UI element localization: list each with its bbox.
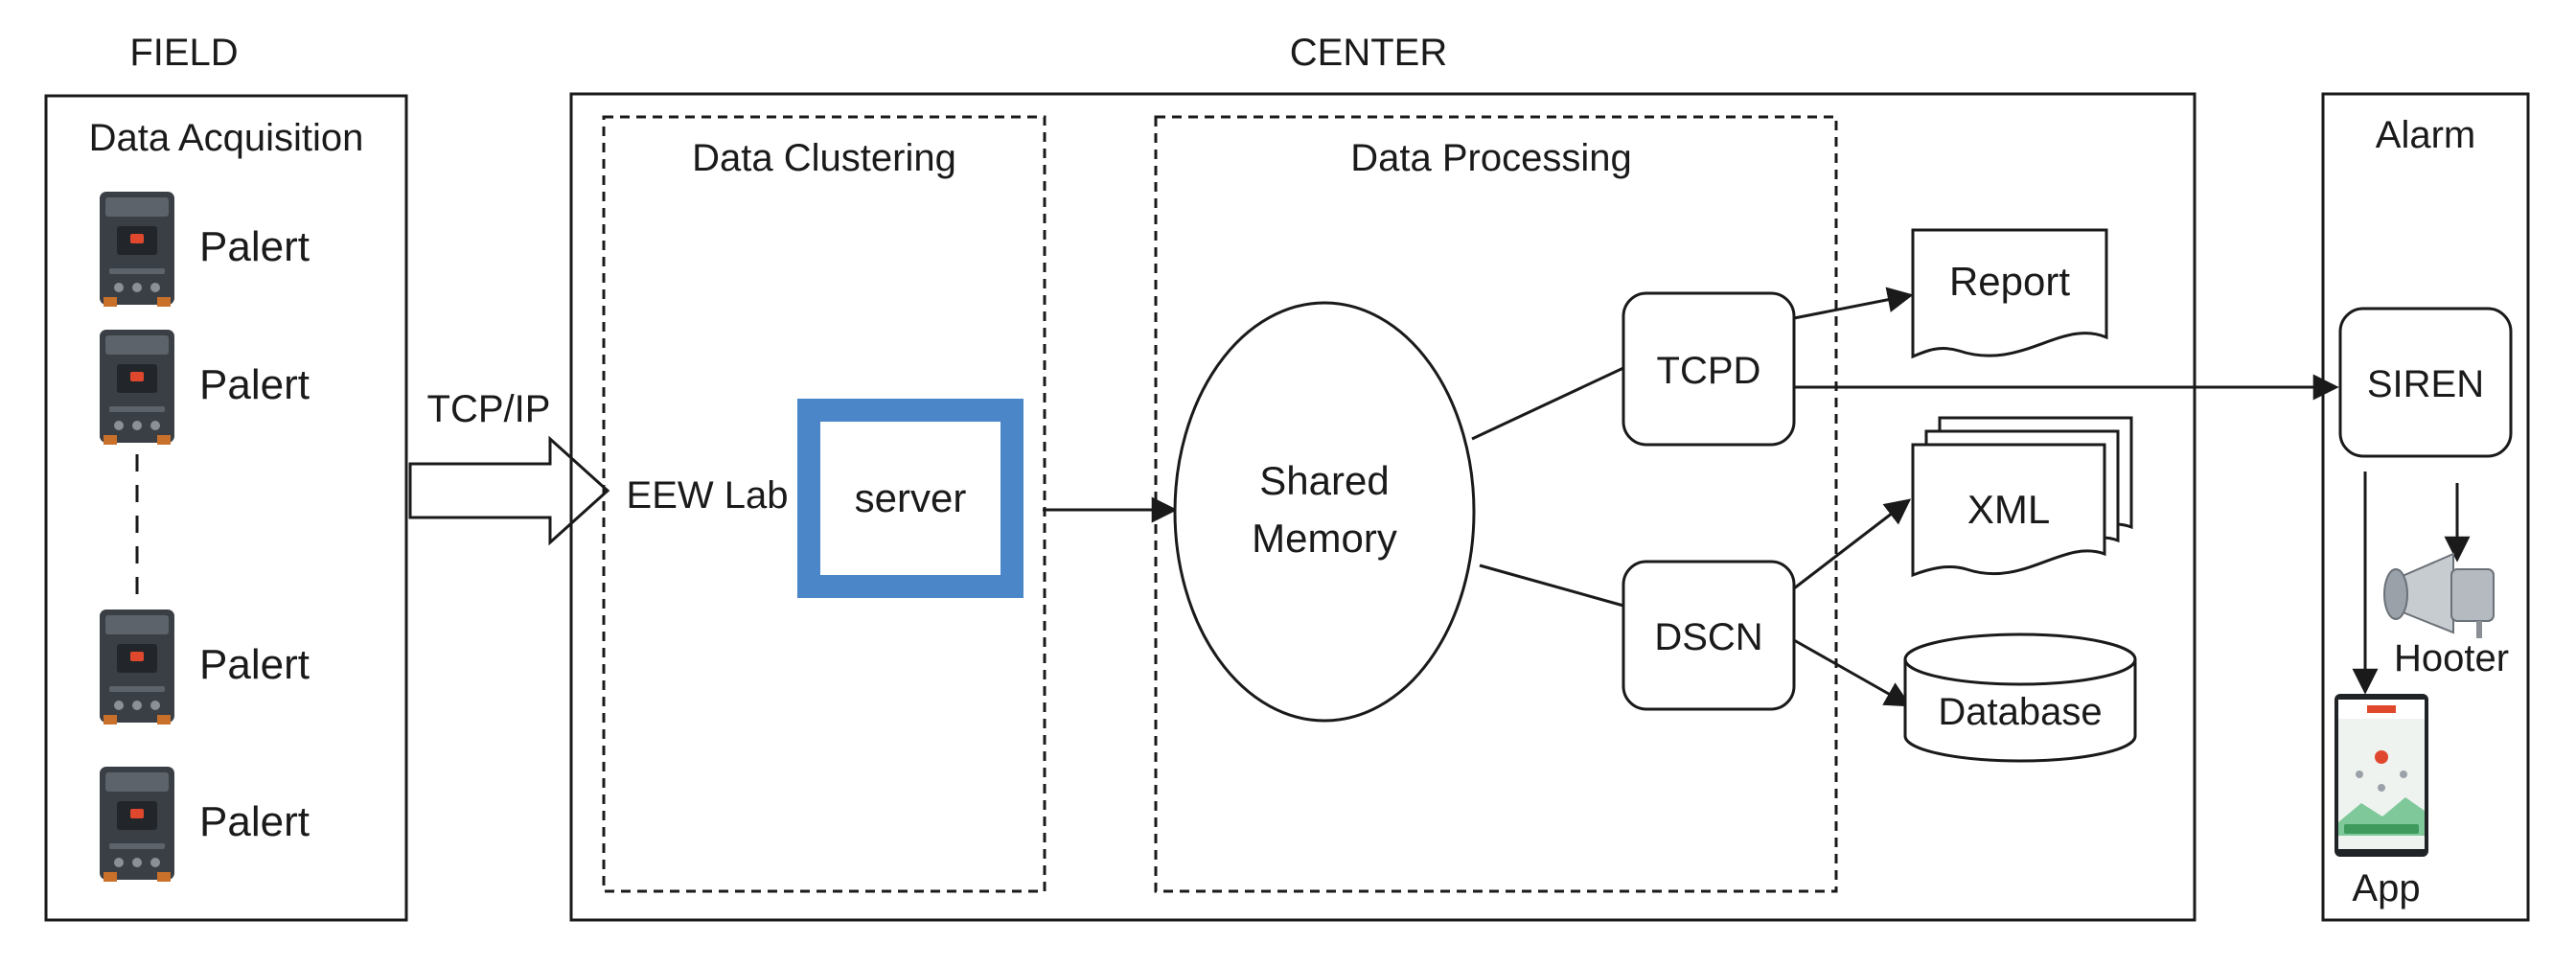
- hooter-speaker-icon: [2383, 552, 2495, 638]
- shared-memory-label-line1: Shared: [1259, 458, 1389, 503]
- memory-to-tcpd-link: [1471, 366, 1624, 441]
- alarm-box: [2321, 92, 2530, 922]
- dscn-label: DSCN: [1654, 616, 1762, 658]
- server-box: [797, 399, 1024, 598]
- eew-lab-label: EEW Lab: [627, 474, 789, 517]
- tcpd-node: [1622, 291, 1796, 447]
- app-label: App: [2352, 867, 2420, 909]
- center-box: [569, 92, 2196, 922]
- database-cylinder-top: [1903, 632, 2137, 686]
- mobile-app-icon: [2334, 694, 2428, 857]
- server-label: server: [855, 475, 967, 520]
- palert-device-icon: [100, 767, 174, 882]
- dscn-to-xml-arrow: [1793, 498, 1912, 590]
- dscn-to-database-arrow: [1793, 638, 1912, 707]
- data-processing-box: [1154, 115, 1838, 893]
- data-processing-title: Data Processing: [1350, 137, 1631, 179]
- palert-device-icon: [100, 610, 174, 724]
- center-heading: CENTER: [1290, 32, 1447, 74]
- xml-label: XML: [1967, 487, 2050, 532]
- siren-node: [2338, 307, 2513, 458]
- palert-label: Palert: [199, 641, 310, 688]
- dscn-node: [1622, 560, 1796, 711]
- palert-label: Palert: [199, 798, 310, 845]
- memory-to-dscn-link: [1479, 564, 1624, 608]
- database-label: Database: [1938, 691, 2102, 733]
- palert-label: Palert: [199, 361, 310, 408]
- data-clustering-box: [602, 115, 1046, 893]
- report-label: Report: [1949, 259, 2070, 304]
- palert-device-icon: [100, 330, 174, 445]
- palert-label: Palert: [199, 223, 310, 270]
- xml-document: [1911, 443, 2106, 578]
- palert-device-icon: [100, 192, 174, 307]
- tcpip-label: TCP/IP: [427, 388, 551, 430]
- shared-memory-label-line2: Memory: [1252, 516, 1397, 561]
- data-acquisition-title: Data Acquisition: [89, 117, 364, 159]
- tcpd-to-report-arrow: [1793, 287, 1914, 320]
- tcpip-arrow: [408, 435, 610, 546]
- field-heading: FIELD: [129, 32, 238, 74]
- database-cylinder: [1903, 659, 2137, 763]
- siren-label: SIREN: [2367, 363, 2484, 405]
- shared-memory-node: [1173, 301, 1476, 723]
- report-document: [1911, 228, 2108, 359]
- alarm-title: Alarm: [2376, 114, 2475, 156]
- hooter-label: Hooter: [2394, 637, 2509, 679]
- data-clustering-title: Data Clustering: [692, 137, 956, 179]
- field-box: [44, 94, 408, 922]
- tcpd-label: TCPD: [1657, 350, 1761, 392]
